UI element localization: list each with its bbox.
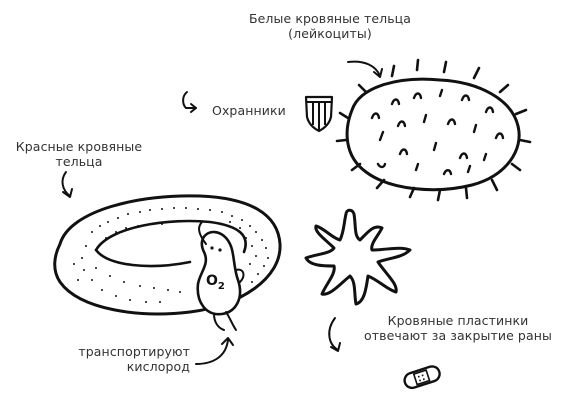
platelet-icon (304, 208, 412, 306)
label-white-cells-line2: (лейкоциты) (288, 26, 372, 41)
label-transport-line1: транспортируют (78, 344, 190, 359)
label-transport: транспортируют кислород (70, 344, 190, 374)
arrow-white-cells (347, 60, 383, 78)
arrow-transport (195, 337, 234, 365)
label-platelets-line2: отвечают за закрытие раны (364, 328, 552, 343)
label-red-cells-line1: Красные кровяные (15, 139, 143, 154)
arrow-red-cells (61, 171, 73, 198)
oxygen-label: O2 (206, 273, 225, 292)
oxygen-subscript: 2 (217, 281, 225, 292)
label-white-cells: Белые кровяные тельца (лейкоциты) (240, 11, 420, 41)
label-white-cells-line1: Белые кровяные тельца (248, 11, 412, 26)
arrow-guards (182, 91, 197, 113)
label-platelets-line1: Кровяные пластинки (387, 313, 529, 328)
oxygen-symbol: O (206, 273, 218, 289)
label-red-cells-line2: тельца (55, 154, 103, 169)
label-guards: Охранники (212, 103, 286, 118)
red-blood-cell-icon (53, 194, 282, 316)
oxygen-character-icon (196, 221, 245, 331)
label-red-cells: Красные кровяные тельца (10, 139, 148, 169)
label-platelets: Кровяные пластинки отвечают за закрытие … (358, 313, 558, 343)
shield-icon (304, 95, 334, 133)
label-transport-line2: кислород (126, 359, 190, 374)
white-blood-cell-icon (335, 58, 532, 202)
bandage-icon (403, 365, 441, 390)
arrow-platelets (328, 317, 341, 352)
